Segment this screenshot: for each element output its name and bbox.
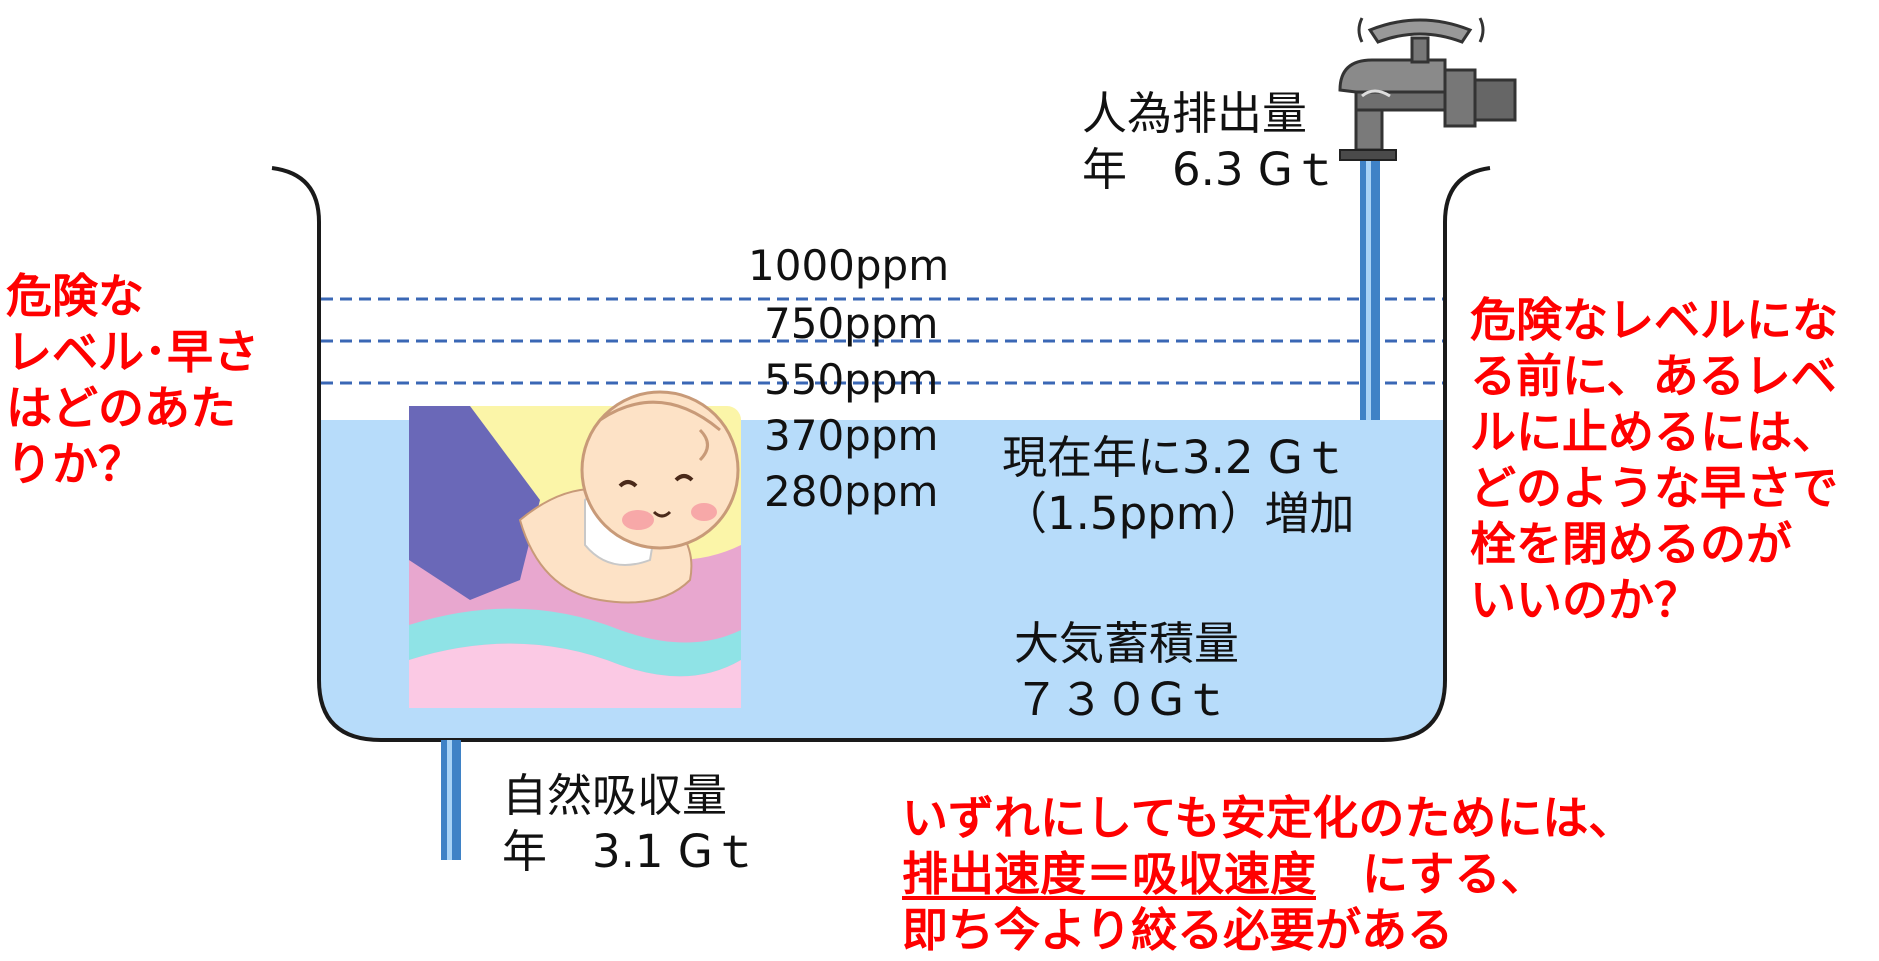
conclusion-line-2-rest: にする、 — [1316, 847, 1547, 901]
question-left-line: りか？ — [6, 437, 144, 491]
inflow-title: 人為排出量 — [1082, 87, 1308, 140]
question-right-line: どのような早さで — [1470, 461, 1838, 515]
inflow-value: 年 6.3 Gｔ — [1082, 143, 1338, 196]
question-right-line: ルに止めるには、 — [1470, 405, 1838, 459]
natural-absorption-title: 自然吸収量 — [502, 769, 728, 822]
tank-outline — [271, 166, 1491, 742]
atmospheric-stock-value: ７３０Gｔ — [1014, 673, 1229, 726]
baby-illustration — [409, 390, 741, 708]
level-label-370ppm: 370ppm — [764, 411, 939, 460]
question-right-line: 危険なレベルにな — [1470, 293, 1838, 347]
current-increase-label: 現在年に3.2 Gｔ （1.5ppm）増加 — [1002, 430, 1355, 542]
question-right-line: 栓を閉めるのが — [1470, 517, 1792, 571]
conclusion-line-2: 排出速度＝吸収速度 にする、 — [902, 846, 1634, 902]
atmospheric-stock-title: 大気蓄積量 — [1014, 617, 1240, 670]
question-right-line: いいのか？ — [1470, 573, 1700, 627]
conclusion-text: いずれにしても安定化のためには、 排出速度＝吸収速度 にする、 即ち今より絞る必… — [902, 790, 1634, 958]
level-label-280ppm: 280ppm — [764, 467, 939, 516]
level-label-750ppm: 750ppm — [764, 299, 939, 348]
rate-equation: 排出速度＝吸収速度 — [902, 847, 1316, 901]
atmospheric-stock-label: 大気蓄積量 ７３０Gｔ — [1014, 616, 1239, 728]
level-lines — [321, 297, 1443, 385]
question-left-line: 危険な — [6, 269, 144, 323]
question-right: 危険なレベルにな る前に、あるレベ ルに止めるには、 どのような早さで 栓を閉め… — [1470, 292, 1838, 628]
current-increase-ppm: （1.5ppm）増加 — [1002, 487, 1355, 540]
natural-absorption-label: 自然吸収量 年 3.1 Gｔ — [502, 768, 758, 880]
conclusion-line-1: いずれにしても安定化のためには、 — [902, 791, 1635, 845]
inflow-stream — [1360, 150, 1380, 420]
current-increase-value: 現在年に3.2 Gｔ — [1002, 431, 1348, 484]
question-left-line: レベル･早さ — [6, 325, 259, 379]
outflow-stream — [441, 740, 461, 860]
level-label-1000ppm: 1000ppm — [748, 241, 950, 290]
natural-absorption-value: 年 3.1 Gｔ — [502, 825, 758, 878]
conclusion-line-3: 即ち今より絞る必要がある — [902, 903, 1454, 957]
question-left-line: はどのあた — [6, 381, 236, 435]
faucet-icon — [1338, 17, 1517, 161]
inflow-label: 人為排出量 年 6.3 Gｔ — [1082, 86, 1338, 198]
question-right-line: る前に、あるレベ — [1470, 349, 1837, 403]
level-label-550ppm: 550ppm — [764, 355, 939, 404]
question-left: 危険な レベル･早さ はどのあた りか？ — [6, 268, 259, 492]
